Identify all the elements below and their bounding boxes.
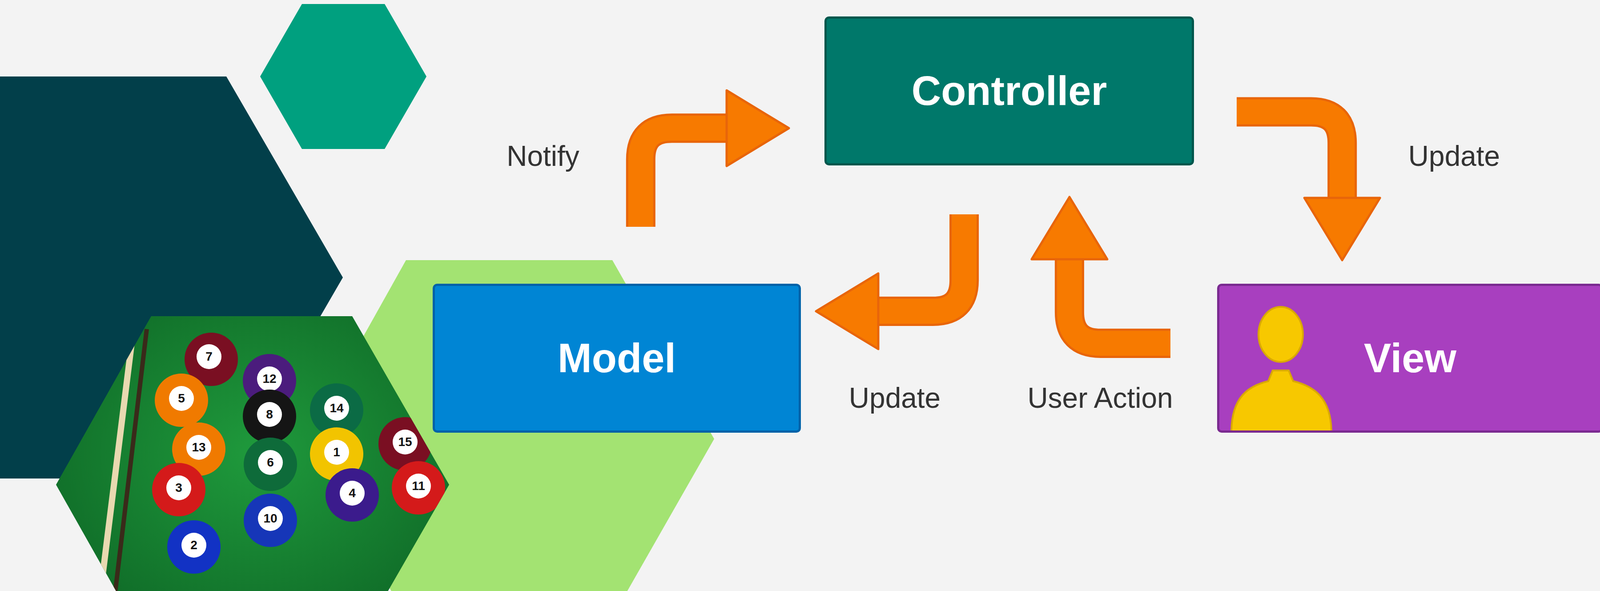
controller-box: Controller <box>824 16 1194 166</box>
user-icon <box>1219 283 1353 431</box>
ball-number: 5 <box>177 392 185 405</box>
teal-hexagon <box>260 4 427 149</box>
ball-number: 15 <box>397 435 412 449</box>
edge-label: Update <box>1408 139 1500 173</box>
ball-number: 3 <box>175 481 183 495</box>
ball-number: 14 <box>329 402 344 415</box>
node-title: View <box>1363 335 1457 381</box>
dark-hexagon <box>0 76 343 479</box>
ball-number: 10 <box>263 512 278 525</box>
node-title: Controller <box>911 68 1108 114</box>
ball-number: 8 <box>265 408 274 421</box>
node-title: Model <box>557 335 676 381</box>
ball-number: 1 <box>333 446 341 459</box>
ball-number: 2 <box>190 538 198 552</box>
model-box: Model <box>432 283 801 433</box>
ball-number: 4 <box>348 486 356 500</box>
flow-arrow <box>1031 196 1171 344</box>
flow-arrow <box>1236 111 1380 261</box>
view-box: View <box>1217 283 1600 433</box>
ball-number: 11 <box>411 479 426 493</box>
edge-label: User Action <box>1027 381 1173 415</box>
ball-number: 12 <box>262 372 277 386</box>
ball-number: 7 <box>205 350 213 363</box>
edge-label: Update <box>848 381 941 415</box>
pool-photo <box>44 311 467 591</box>
edge-label: Notify <box>506 139 580 173</box>
flow-arrow <box>640 90 789 227</box>
ball-number: 6 <box>266 456 274 469</box>
flow-arrow <box>816 214 965 350</box>
ball-number: 13 <box>191 441 206 454</box>
